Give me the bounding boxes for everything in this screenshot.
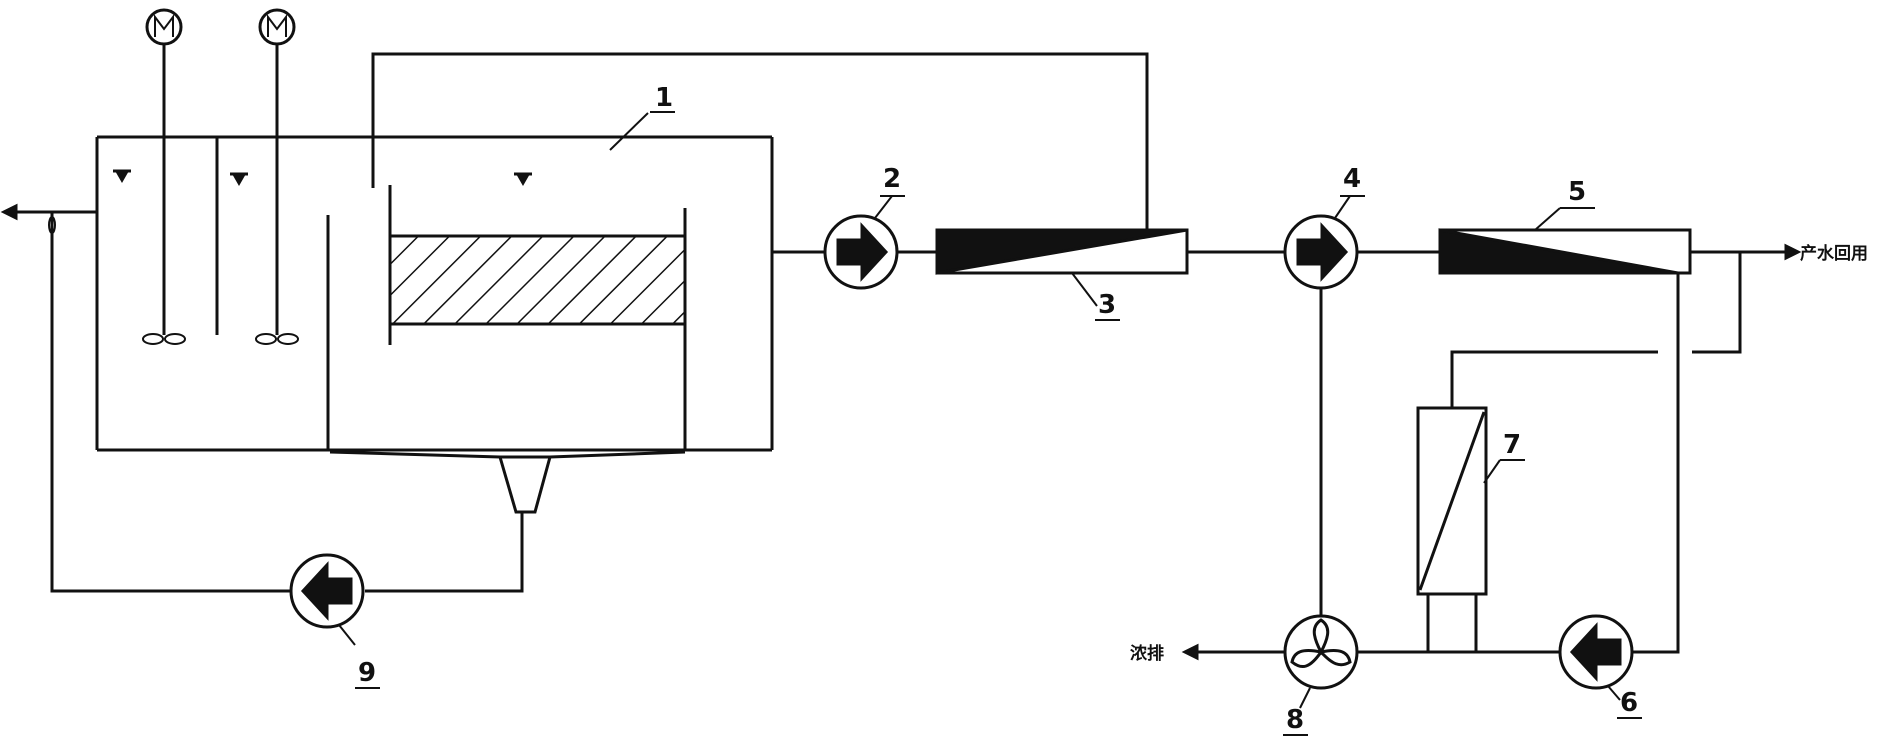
water-level-icon xyxy=(113,169,131,184)
high-pressure-pump-4 xyxy=(1283,195,1359,290)
inclined-plate-pack xyxy=(388,234,687,326)
water-level-icon xyxy=(514,172,532,187)
cartridge-filter-7 xyxy=(1416,406,1501,654)
return-line xyxy=(371,52,1149,234)
label-tank: 1 xyxy=(655,83,673,113)
agitator-motor-1 xyxy=(142,8,186,345)
water-level-icon xyxy=(230,172,248,187)
label-filter: 7 xyxy=(1503,430,1521,460)
concentrate-discharge-text: 浓排 xyxy=(1130,643,1164,664)
label-feed-pump: 2 xyxy=(883,164,901,194)
energy-recovery-device-8 xyxy=(1283,614,1359,709)
agitator-motor-2 xyxy=(255,8,299,345)
label-membrane-3: 3 xyxy=(1098,290,1116,320)
sludge-return-pump-9 xyxy=(289,553,365,646)
ro-membrane-module-5 xyxy=(1438,207,1692,275)
feed-pump-2 xyxy=(823,195,899,290)
product-water-text: 产水回用 xyxy=(1800,243,1868,264)
circulation-pump-6 xyxy=(1558,614,1634,701)
reaction-tank xyxy=(95,135,774,514)
label-ro-membrane: 5 xyxy=(1568,177,1586,207)
label-energy-recovery: 8 xyxy=(1286,705,1304,735)
membrane-module-3 xyxy=(935,228,1189,307)
label-sludge-pump: 9 xyxy=(358,658,376,688)
label-high-pressure-pump: 4 xyxy=(1343,164,1361,194)
label-circulation-pump: 6 xyxy=(1620,688,1638,718)
